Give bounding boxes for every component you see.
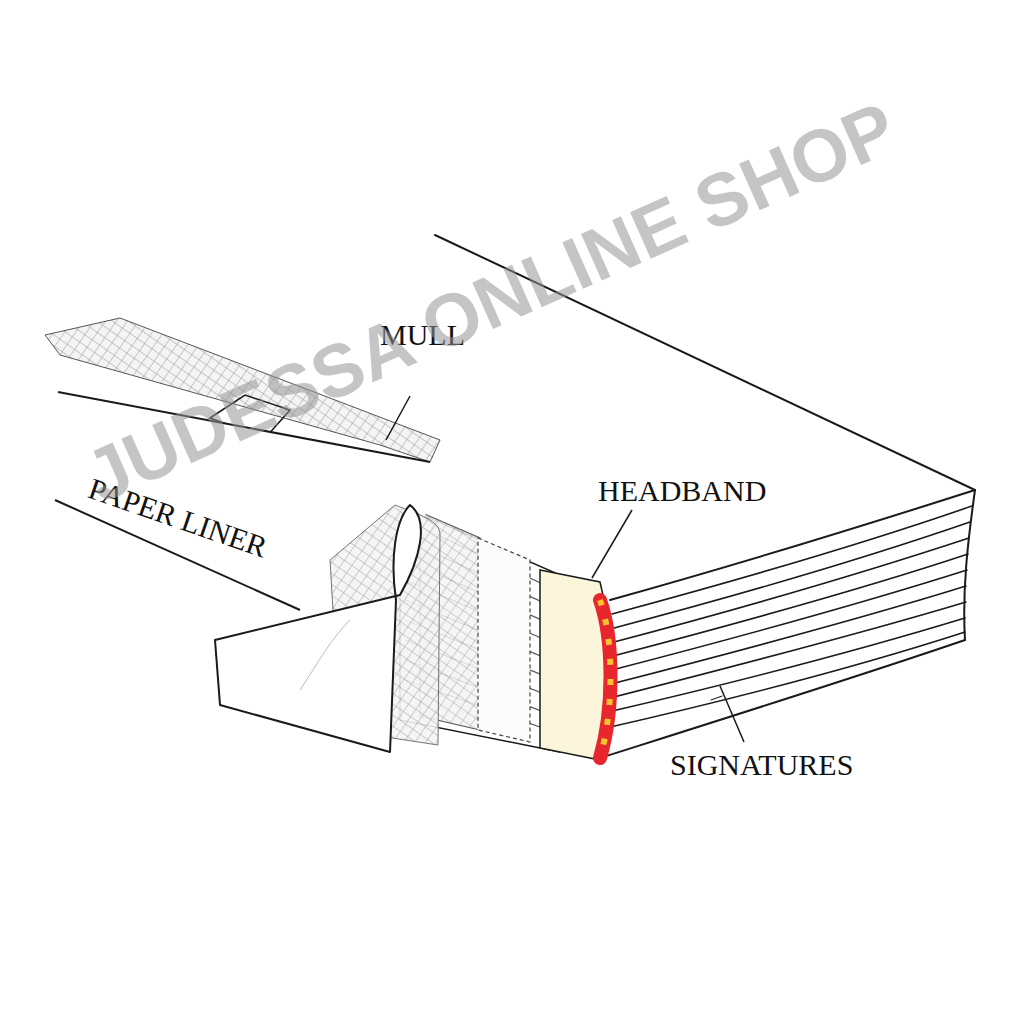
part-label: SIGNATURES [668, 748, 855, 781]
watermark: JUDESSA ONLINE SHOP [73, 87, 907, 518]
part-label: HEADBAND [596, 474, 768, 507]
